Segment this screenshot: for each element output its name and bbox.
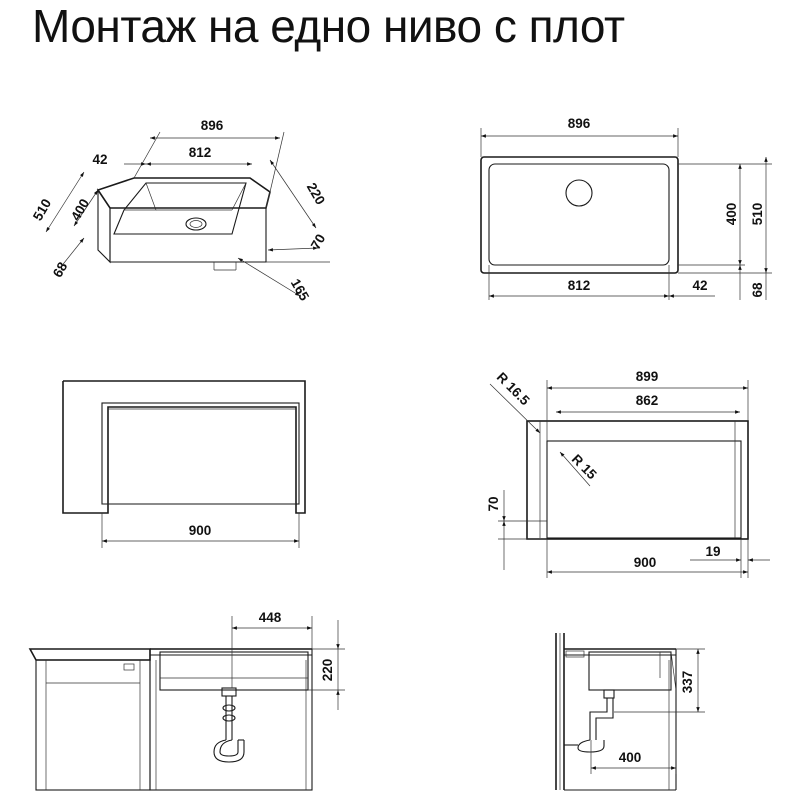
iso-dim-42: 42 [92,152,107,167]
side-dim-337: 337 [680,671,695,694]
cabinet-sink-bowl [159,651,309,691]
detail-sink [546,440,742,539]
plan-dim-510: 510 [750,203,765,226]
iso-dim-400: 400 [68,196,92,223]
plan-view: 896 400 510 812 42 68 [480,116,772,300]
iso-drain [185,217,207,231]
cabinet-side-view: 337 400 [555,633,705,791]
detail-dim-70: 70 [486,496,501,511]
detail-cutout [526,420,749,540]
detail-dim-899: 899 [636,369,659,384]
side-dim-400: 400 [619,750,642,765]
page-title: Монтаж на едно ниво с плот [32,0,625,52]
iso-dim-896: 896 [201,118,224,133]
iso-dim-812: 812 [189,145,212,160]
detail-dim-900: 900 [634,555,657,570]
plan-dim-896: 896 [568,116,591,131]
cabinet-dim-220: 220 [320,659,335,682]
iso-bowl-opening [113,182,247,235]
sink-outline [101,402,300,505]
detail-dim-r16-5: R 16.5 [494,369,533,408]
iso-side-face [97,188,111,264]
dishwasher-control [123,663,135,671]
isometric-view: 896 812 42 510 400 220 68 70 165 [30,118,330,304]
detail-dim-862: 862 [636,393,659,408]
side-sink-bowl [588,651,672,691]
plan-dim-812: 812 [568,278,591,293]
plan-dim-68: 68 [750,282,765,298]
sink-cabinet [149,648,313,791]
plan-outer-rim [480,156,679,274]
iso-dim-220: 220 [304,180,328,207]
plan-bowl [488,163,670,266]
front-detail-view: R 16.5 899 862 R 15 70 900 19 [486,369,770,578]
cutout-dim-900: 900 [189,523,212,538]
plan-drain [565,179,593,207]
front-cutout-view: 900 [62,380,306,548]
cabinet-dim-448: 448 [259,610,282,625]
countertop [28,648,151,661]
iso-front-face [109,207,267,263]
iso-dim-70: 70 [308,231,329,252]
siphon [213,687,245,763]
cabinet-front-view: 448 220 [28,610,345,791]
dishwasher [35,659,151,791]
plan-dim-42: 42 [692,278,707,293]
plan-dim-400: 400 [724,203,739,226]
iso-dim-510: 510 [30,196,54,223]
iso-dim-68: 68 [50,259,71,280]
side-siphon [564,689,615,753]
iso-dim-165: 165 [288,276,312,303]
countertop-cutout [62,380,306,514]
detail-dim-19: 19 [705,544,720,559]
